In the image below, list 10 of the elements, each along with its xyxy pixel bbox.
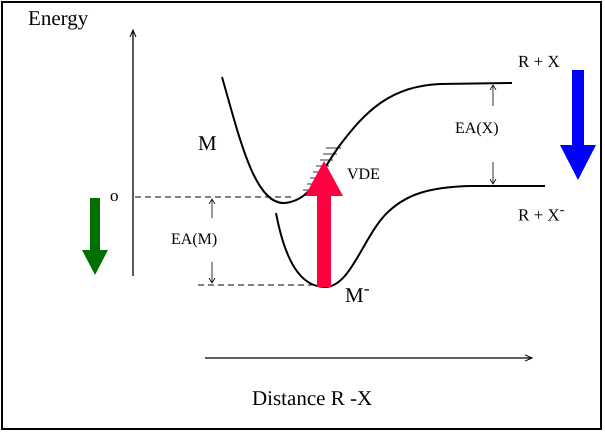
curve-label: M (198, 133, 217, 154)
quantity-label: EA(X) (455, 121, 499, 137)
curve-label: R + X (518, 53, 560, 70)
curve-label: R + X$^{-}$ (518, 203, 564, 224)
axis-label: o (110, 187, 118, 204)
quantity-label: EA(M) (171, 232, 218, 248)
quantity-label: VDE (347, 167, 380, 183)
axis-label: Energy (28, 8, 88, 29)
curve-label: M$^{-}$ (345, 280, 370, 306)
axis-label: Distance R -X (252, 388, 372, 409)
